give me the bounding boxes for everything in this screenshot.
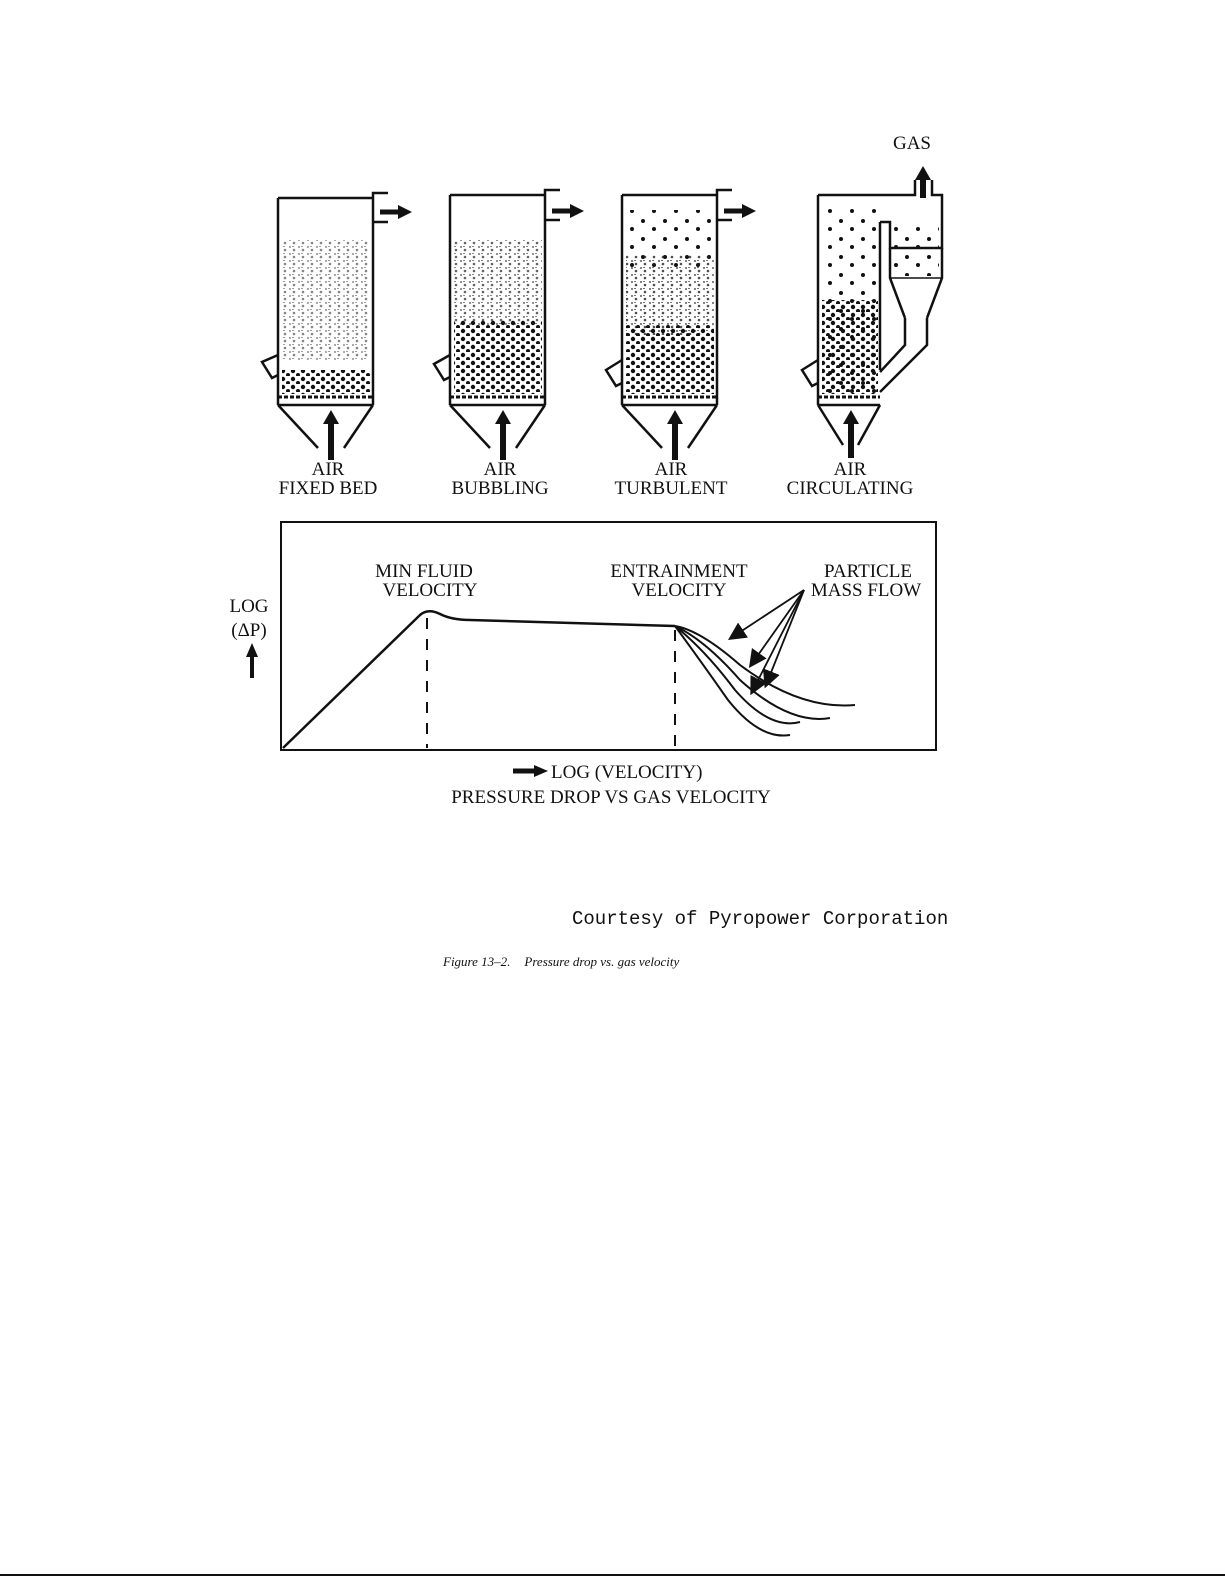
min-fluid-annotation-line2: VELOCITY [383, 580, 478, 601]
pressure-drop-curve [283, 611, 675, 748]
reactor-air-label: AIR [655, 459, 688, 480]
y-axis-arrow-icon [246, 643, 258, 678]
courtesy-line: Courtesy of Pyropower Corporation [572, 908, 948, 930]
gas-label: GAS [893, 133, 931, 154]
figure-number: Figure 13–2. [443, 954, 510, 969]
chart-subtitle: PRESSURE DROP VS GAS VELOCITY [451, 787, 771, 808]
mass-flow-curve [675, 626, 830, 719]
reactor-bubbling: AIR BUBBLING [434, 190, 584, 499]
y-axis-label-line1: LOG [229, 596, 268, 617]
reactor-circulating: GAS AIR CIRCULATING [787, 133, 942, 499]
reactor-name-label: BUBBLING [451, 478, 548, 499]
reactor-name-label: FIXED BED [279, 478, 378, 499]
x-axis-arrow-icon [513, 765, 548, 777]
figure-caption-text: Pressure drop vs. gas velocity [524, 954, 679, 969]
reactor-air-label: AIR [484, 459, 517, 480]
min-fluid-annotation-line1: MIN FLUID [375, 561, 473, 582]
reactor-turbulent: AIR TURBULENT [606, 190, 756, 499]
page-bottom-rule [0, 1574, 1225, 1576]
particle-annotation-line2: MASS FLOW [811, 580, 921, 601]
reactor-air-label: AIR [312, 459, 345, 480]
figure-caption: Figure 13–2. Pressure drop vs. gas veloci… [443, 954, 679, 970]
particle-annotation-line1: PARTICLE [824, 561, 912, 582]
reactor-name-label: CIRCULATING [787, 478, 914, 499]
reactor-name-label: TURBULENT [615, 478, 728, 499]
particle-mass-flow-arrows [731, 590, 804, 692]
entrainment-annotation-line1: ENTRAINMENT [610, 561, 748, 582]
pressure-drop-chart: LOG (ΔP) MIN FLUID VELOCITY ENTRAINMENT … [229, 522, 936, 808]
reactor-fixed-bed: AIR FIXED BED [262, 193, 412, 499]
y-axis-label-line2: (ΔP) [231, 620, 266, 641]
x-axis-label: LOG (VELOCITY) [551, 762, 702, 783]
entrainment-annotation-line2: VELOCITY [632, 580, 727, 601]
chart-frame [281, 522, 936, 750]
reactor-air-label: AIR [834, 459, 867, 480]
